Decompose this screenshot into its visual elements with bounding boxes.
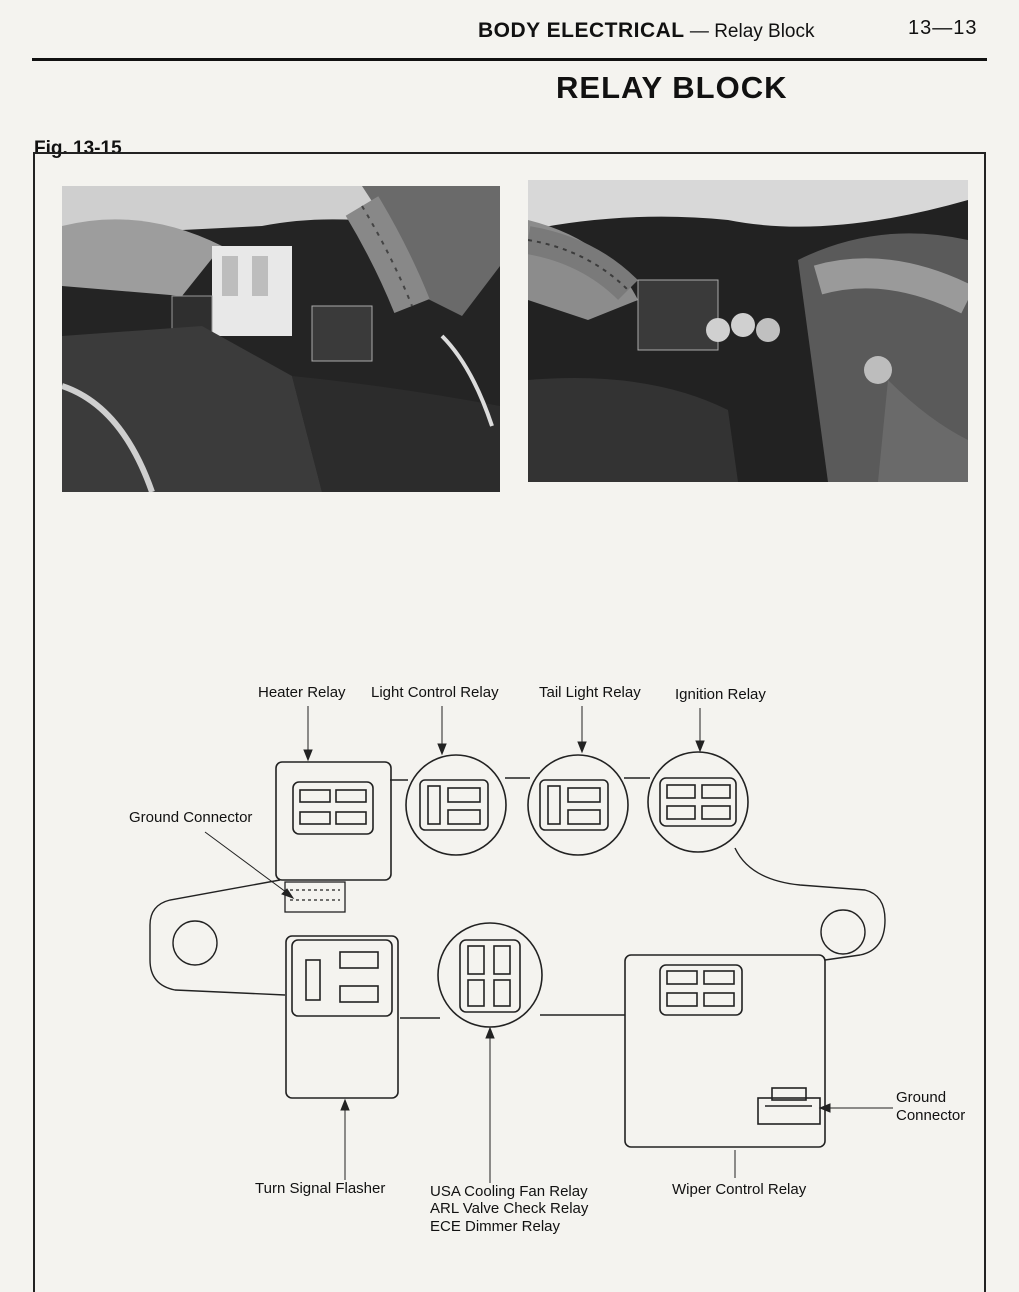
page-title: RELAY BLOCK <box>556 70 788 105</box>
wiper-control-relay <box>624 954 826 1148</box>
header-divider <box>32 58 987 61</box>
ground-connector-left <box>284 881 346 913</box>
label-ground-connector-right-line2: Connector <box>896 1107 966 1124</box>
photo-relay-block-left <box>62 186 500 492</box>
label-heater-relay: Heater Relay <box>258 684 346 701</box>
relay-block-base-plate <box>149 879 286 996</box>
header-subsection: Relay Block <box>714 21 815 42</box>
label-ece-dimmer-relay: ECE Dimmer Relay <box>430 1218 561 1235</box>
running-header: BODY ELECTRICAL — Relay Block <box>478 19 815 43</box>
label-wiper-control-relay: Wiper Control Relay <box>672 1181 807 1198</box>
label-tail-light-relay: Tail Light Relay <box>539 684 641 701</box>
mounting-hole-right <box>820 909 866 955</box>
turn-signal-flasher <box>285 935 399 1099</box>
mounting-hole-left <box>172 920 218 966</box>
light-control-relay <box>405 754 507 856</box>
label-light-control-relay: Light Control Relay <box>371 684 499 701</box>
label-usa-cooling-fan-relay: USA Cooling Fan Relay <box>430 1183 588 1200</box>
page-number: 13—13 <box>908 17 978 39</box>
header-section-title: BODY ELECTRICAL <box>478 19 685 42</box>
label-ignition-relay: Ignition Relay <box>675 686 766 703</box>
photo-relay-block-right <box>528 180 968 482</box>
label-turn-signal-flasher: Turn Signal Flasher <box>255 1180 386 1197</box>
tail-light-relay <box>527 754 629 856</box>
label-ground-connector-left: Ground Connector <box>129 809 253 826</box>
ground-connector-right <box>757 1087 821 1125</box>
usa-cooling-fan-relay <box>437 922 543 1028</box>
heater-relay <box>275 761 392 881</box>
label-arl-valve-check-relay: ARL Valve Check Relay <box>430 1200 589 1217</box>
ignition-relay <box>647 751 749 853</box>
header-separator: — <box>684 21 715 42</box>
label-ground-connector-right-line1: Ground <box>896 1089 947 1106</box>
figure-frame <box>33 152 986 1292</box>
